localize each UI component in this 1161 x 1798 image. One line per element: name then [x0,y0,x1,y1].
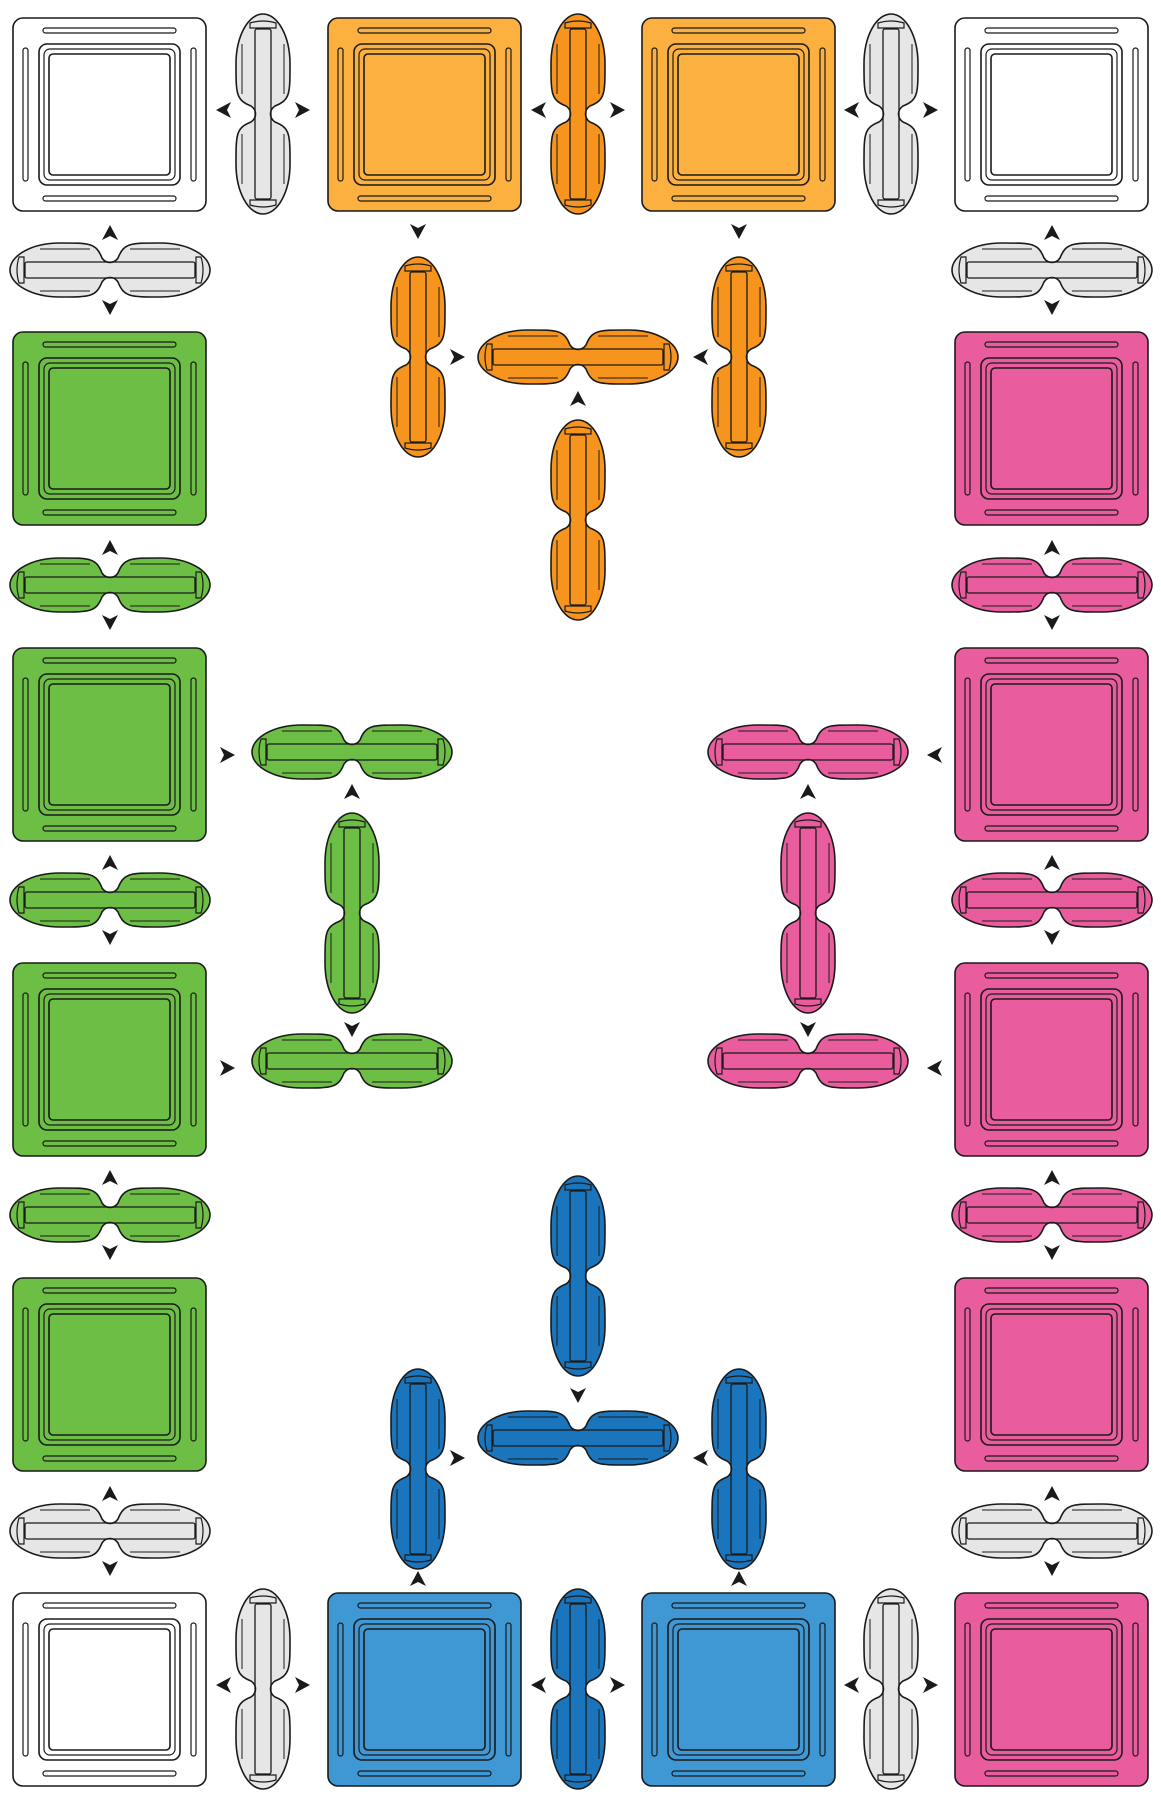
connector-c-left-5 [10,1504,210,1558]
arrow-down-icon [1044,615,1060,630]
arrow-left-icon [844,102,859,118]
connector-c-left-1 [10,243,210,297]
arrow-down-icon [800,1022,816,1037]
arrow-right-icon [450,349,465,365]
arrow-up-icon [344,784,360,799]
arrow-up-icon [102,1170,118,1185]
connector-c-right-4 [952,1188,1152,1242]
connector-blue-left [391,1369,445,1569]
arrow-left-icon [531,1677,546,1693]
arrow-right-icon [220,747,235,763]
connector-green-mid-v [325,813,379,1013]
arrow-down-icon [410,224,426,239]
arrow-right-icon [610,102,625,118]
arrow-up-icon [102,225,118,240]
arrow-down-icon [570,1388,586,1403]
tile-orange-r0c2 [642,18,835,211]
connector-orange-center-v [551,420,605,620]
tile-pink-r1c3 [955,332,1148,525]
connector-pink-bot-h [708,1034,908,1088]
tile-green-r3c0 [13,963,206,1156]
arrow-up-icon [1044,855,1060,870]
connector-green-top-h [252,725,452,779]
connector-pink-top-h [708,725,908,779]
arrow-up-icon [102,540,118,555]
tile-white-r0c3 [955,18,1148,211]
arrow-left-icon [927,1060,942,1076]
arrow-up-icon [1044,225,1060,240]
arrow-down-icon [102,1561,118,1576]
connector-c-right-5 [952,1504,1152,1558]
arrow-right-icon [220,1060,235,1076]
connector-pink-mid-v [781,813,835,1013]
arrow-left-icon [693,1450,708,1466]
arrow-right-icon [923,1677,938,1693]
arrow-down-icon [102,1245,118,1260]
connector-blue-center-v [551,1176,605,1376]
connector-c-left-4 [10,1188,210,1242]
arrow-up-icon [102,1486,118,1501]
connector-c-bot-3 [864,1589,918,1789]
arrow-up-icon [410,1571,426,1586]
connector-c-right-1 [952,243,1152,297]
arrow-down-icon [1044,930,1060,945]
tile-white-r5c0 [13,1593,206,1786]
connector-orange-center-h [478,330,678,384]
connector-c-right-3 [952,873,1152,927]
tile-pink-r2c3 [955,648,1148,841]
tile-green-r1c0 [13,332,206,525]
tile-white-r0c0 [13,18,206,211]
arrow-down-icon [1044,1245,1060,1260]
arrow-left-icon [844,1677,859,1693]
arrow-up-icon [1044,540,1060,555]
connector-c-top-1 [236,14,290,214]
arrow-down-icon [1044,1561,1060,1576]
connector-c-bot-1 [236,1589,290,1789]
arrow-left-icon [216,102,231,118]
connector-green-bot-h [252,1034,452,1088]
arrow-up-icon [102,855,118,870]
connector-blue-right [712,1369,766,1569]
arrow-right-icon [295,1677,310,1693]
arrow-right-icon [295,102,310,118]
tile-pink-r3c3 [955,963,1148,1156]
arrow-left-icon [693,349,708,365]
arrow-down-icon [102,615,118,630]
arrow-left-icon [531,102,546,118]
tile-blue-r5c2 [642,1593,835,1786]
connector-c-left-3 [10,873,210,927]
tile-pink-r4c3 [955,1278,1148,1471]
tile-green-r2c0 [13,648,206,841]
arrow-up-icon [570,391,586,406]
arrow-left-icon [216,1677,231,1693]
tile-pink-r5c3 [955,1593,1148,1786]
arrow-up-icon [731,1571,747,1586]
connector-orange-right [712,257,766,457]
arrow-right-icon [450,1450,465,1466]
connector-c-bot-2 [551,1589,605,1789]
connector-c-top-2 [551,14,605,214]
arrow-down-icon [1044,300,1060,315]
arrow-left-icon [927,747,942,763]
arrow-down-icon [102,300,118,315]
connector-c-top-3 [864,14,918,214]
arrow-right-icon [610,1677,625,1693]
tile-orange-r0c1 [328,18,521,211]
connector-blue-center-h [478,1411,678,1465]
arrow-down-icon [731,224,747,239]
arrow-down-icon [344,1022,360,1037]
arrow-down-icon [102,930,118,945]
connector-c-right-2 [952,558,1152,612]
tile-blue-r5c1 [328,1593,521,1786]
arrow-up-icon [1044,1486,1060,1501]
connector-orange-left [391,257,445,457]
arrow-up-icon [800,784,816,799]
connector-c-left-2 [10,558,210,612]
arrow-right-icon [923,102,938,118]
arrow-up-icon [1044,1170,1060,1185]
tile-green-r4c0 [13,1278,206,1471]
